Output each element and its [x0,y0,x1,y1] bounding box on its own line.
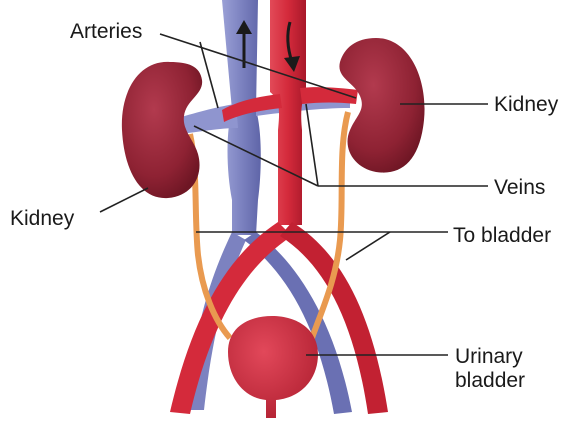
label-to-bladder: To bladder [453,224,551,248]
bladder-shape [228,316,318,418]
label-urinary-line2: bladder [455,369,575,393]
leader-kidney-left [100,188,148,212]
label-urinary-bladder: Urinary bladder [455,345,575,393]
label-kidney-right: Kidney [494,93,558,117]
leader-veins-3 [306,104,318,186]
leader-to-bladder-2 [346,232,390,260]
label-arteries: Arteries [70,20,142,44]
label-urinary-line1: Urinary [455,345,575,369]
kidney-right-shape [339,38,424,173]
label-kidney-left: Kidney [10,207,74,231]
label-veins: Veins [494,176,545,200]
